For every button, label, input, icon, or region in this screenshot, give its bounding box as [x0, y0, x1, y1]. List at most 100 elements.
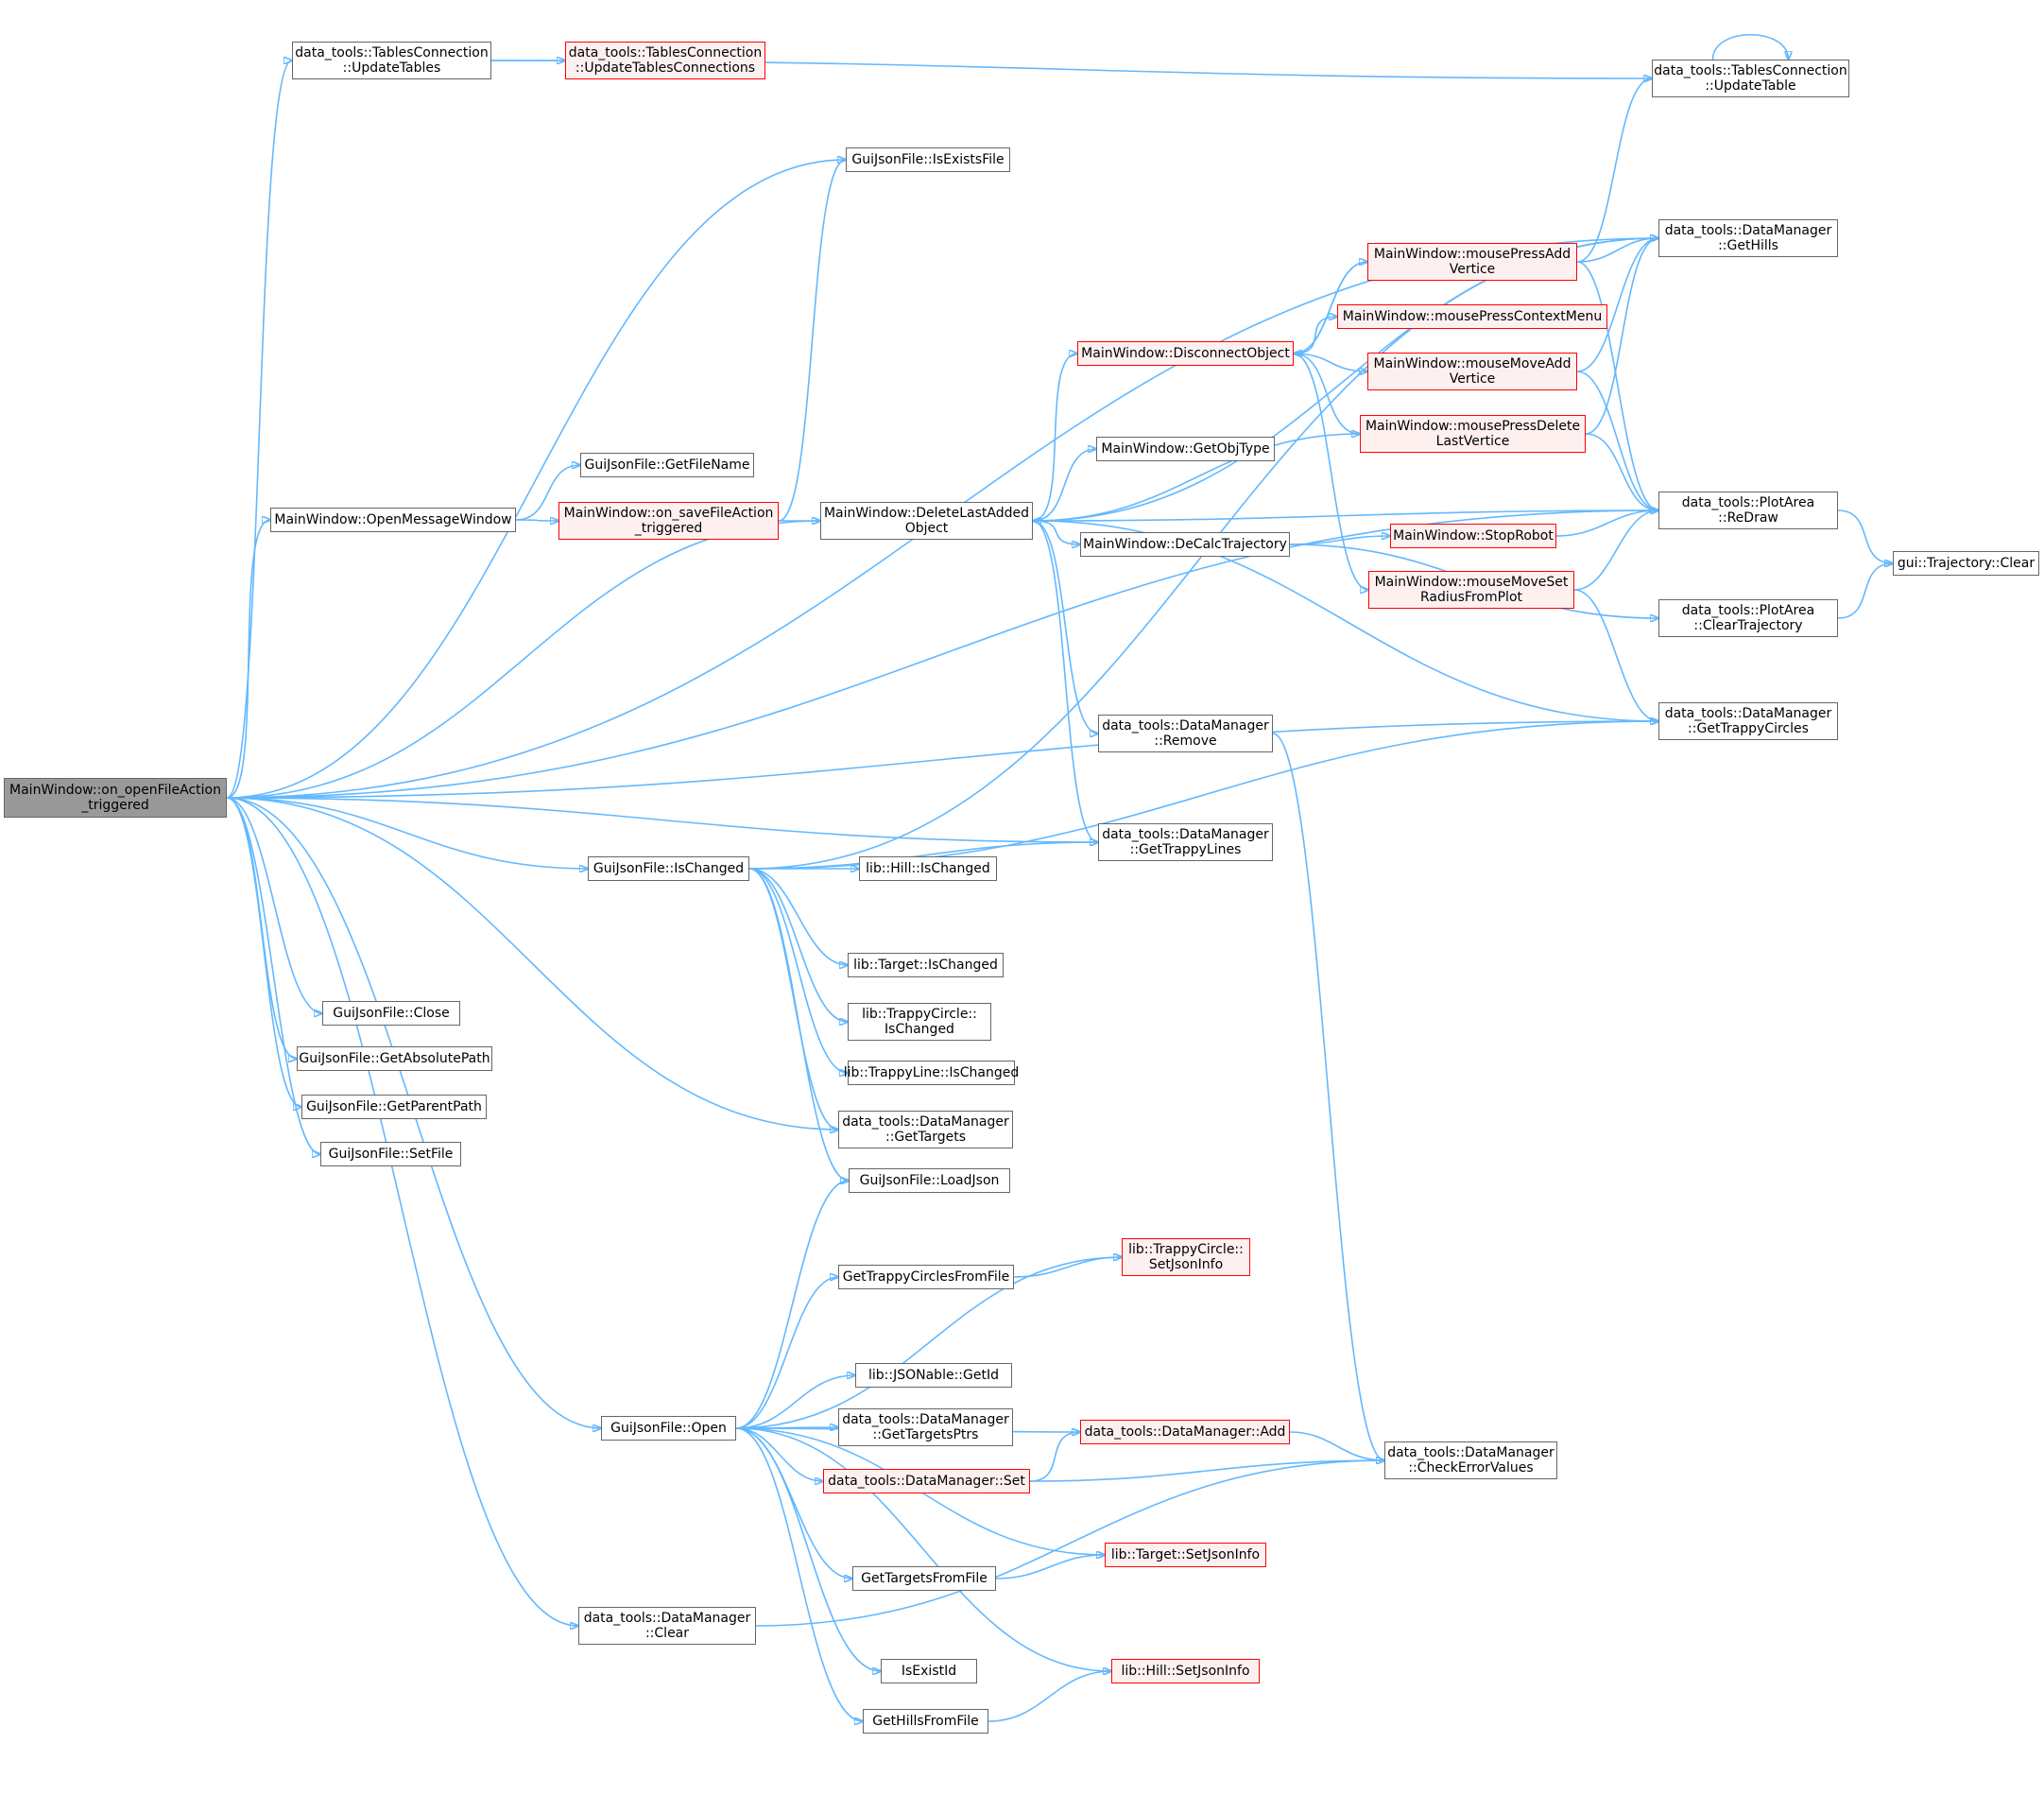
edge-clear-trajectory-to-trajectory-clear: [1837, 563, 1893, 619]
edge-mouse-move-add-vertice-to-re-draw: [1576, 371, 1658, 510]
node-close[interactable]: GuiJsonFile::Close: [322, 1001, 460, 1026]
node-label: ::Remove: [1154, 734, 1217, 749]
edge-disconnect-object-to-mouse-press-delete-last-vertice: [1293, 353, 1360, 434]
node-get-trappy-circles[interactable]: data_tools::DataManager::GetTrappyCircle…: [1658, 702, 1838, 740]
node-load-json[interactable]: GuiJsonFile::LoadJson: [849, 1168, 1010, 1193]
edge-root-to-close: [226, 797, 322, 1013]
edge-open-message-window-to-on-save-file-action: [515, 520, 558, 521]
node-update-table[interactable]: data_tools::TablesConnection::UpdateTabl…: [1652, 60, 1849, 97]
edge-delete-last-added-object-to-remove: [1032, 520, 1098, 734]
node-label: data_tools::DataManager::Add: [1084, 1424, 1286, 1440]
node-trappy-line-is-changed[interactable]: lib::TrappyLine::IsChanged: [844, 1061, 1019, 1085]
node-check-error-values[interactable]: data_tools::DataManager::CheckErrorValue…: [1384, 1441, 1557, 1479]
edge-get-targets-from-file-to-target-set-json-info: [995, 1555, 1105, 1579]
edge-mouse-press-delete-last-vertice-to-re-draw: [1585, 433, 1658, 510]
edge-root-to-get-trappy-lines: [226, 797, 1098, 842]
edge-root-to-get-parent-path: [226, 797, 301, 1107]
node-is-exists-file[interactable]: GuiJsonFile::IsExistsFile: [846, 147, 1010, 172]
edge-root-to-get-targets: [226, 797, 838, 1130]
node-label: Vertice: [1449, 371, 1496, 387]
edge-root-to-data-manager-clear: [226, 797, 578, 1626]
node-label: lib::Target::SetJsonInfo: [1110, 1547, 1261, 1562]
node-label: GetHillsFromFile: [872, 1714, 979, 1729]
edge-remove-to-check-error-values: [1272, 733, 1384, 1460]
node-update-tables-connections[interactable]: data_tools::TablesConnection::UpdateTabl…: [565, 42, 765, 79]
node-label: MainWindow::DeleteLastAdded: [823, 506, 1030, 521]
node-label: lib::TrappyLine::IsChanged: [843, 1065, 1020, 1080]
node-disconnect-object[interactable]: MainWindow::DisconnectObject: [1077, 341, 1294, 366]
edge-open-message-window-to-get-file-name: [515, 465, 580, 521]
node-open-message-window[interactable]: MainWindow::OpenMessageWindow: [270, 508, 516, 532]
node-label: MainWindow::mousePressContextMenu: [1342, 309, 1603, 324]
edge-set-to-add: [1029, 1432, 1080, 1482]
node-label: ::GetTrappyCircles: [1688, 721, 1809, 736]
node-data-manager-clear[interactable]: data_tools::DataManager::Clear: [578, 1607, 756, 1645]
node-stop-robot[interactable]: MainWindow::StopRobot: [1390, 524, 1556, 548]
node-set[interactable]: data_tools::DataManager::Set: [823, 1469, 1030, 1493]
edge-data-manager-clear-to-check-error-values: [755, 1460, 1384, 1627]
node-label: lib::Target::IsChanged: [853, 958, 998, 973]
node-re-draw[interactable]: data_tools::PlotArea::ReDraw: [1658, 492, 1838, 529]
node-hill-set-json-info[interactable]: lib::Hill::SetJsonInfo: [1111, 1659, 1260, 1683]
node-get-absolute-path[interactable]: GuiJsonFile::GetAbsolutePath: [297, 1046, 492, 1071]
edge-update-table-to-update-table: [1711, 34, 1789, 60]
edge-disconnect-object-to-mouse-move-add-vertice: [1293, 353, 1367, 371]
edge-open-to-get-hills-from-file: [735, 1427, 863, 1721]
edge-on-save-file-action-to-is-exists-file: [778, 160, 846, 522]
node-mouse-press-context-menu[interactable]: MainWindow::mousePressContextMenu: [1337, 304, 1607, 329]
edge-root-to-update-tables: [226, 60, 292, 799]
node-label: Vertice: [1449, 262, 1496, 277]
node-label: data_tools::TablesConnection: [1654, 63, 1847, 78]
node-get-hills[interactable]: data_tools::DataManager::GetHills: [1658, 219, 1838, 257]
node-label: lib::TrappyCircle::: [1128, 1242, 1244, 1257]
node-label: ::ReDraw: [1718, 510, 1778, 526]
edge-open-to-is-exist-id: [735, 1427, 881, 1671]
node-get-hills-from-file[interactable]: GetHillsFromFile: [863, 1709, 988, 1734]
node-set-file[interactable]: GuiJsonFile::SetFile: [320, 1142, 461, 1166]
node-target-set-json-info[interactable]: lib::Target::SetJsonInfo: [1105, 1543, 1266, 1567]
node-label: data_tools::DataManager: [1102, 827, 1269, 842]
node-trajectory-clear[interactable]: gui::Trajectory::Clear: [1893, 551, 2039, 576]
node-get-targets[interactable]: data_tools::DataManager::GetTargets: [838, 1111, 1013, 1148]
edge-mouse-press-add-vertice-to-update-table: [1576, 78, 1652, 263]
node-label: data_tools::DataManager: [1664, 223, 1832, 238]
node-add[interactable]: data_tools::DataManager::Add: [1080, 1420, 1290, 1444]
edge-mouse-move-set-radius-from-plot-to-get-trappy-circles: [1573, 589, 1658, 721]
node-get-file-name[interactable]: GuiJsonFile::GetFileName: [580, 453, 754, 477]
node-label: _triggered: [81, 798, 149, 813]
node-remove[interactable]: data_tools::DataManager::Remove: [1098, 715, 1273, 752]
node-hill-is-changed[interactable]: lib::Hill::IsChanged: [859, 856, 997, 881]
node-get-trappy-lines[interactable]: data_tools::DataManager::GetTrappyLines: [1098, 823, 1273, 861]
node-label: data_tools::DataManager: [583, 1611, 751, 1626]
node-get-targets-from-file[interactable]: GetTargetsFromFile: [852, 1566, 996, 1591]
node-is-exist-id[interactable]: IsExistId: [881, 1659, 977, 1683]
node-trappy-circle-is-changed[interactable]: lib::TrappyCircle::IsChanged: [848, 1003, 991, 1041]
node-get-trappy-circles-from-file[interactable]: GetTrappyCirclesFromFile: [838, 1265, 1014, 1289]
edge-mouse-press-add-vertice-to-get-hills: [1576, 238, 1658, 263]
node-label: MainWindow::on_openFileAction: [9, 783, 221, 798]
node-label: MainWindow::mousePressDelete: [1365, 419, 1581, 434]
node-trappy-circle-set-json-info[interactable]: lib::TrappyCircle::SetJsonInfo: [1122, 1238, 1250, 1276]
node-clear-trajectory[interactable]: data_tools::PlotArea::ClearTrajectory: [1658, 599, 1838, 637]
node-jsonable-get-id[interactable]: lib::JSONable::GetId: [855, 1363, 1012, 1388]
node-on-save-file-action[interactable]: MainWindow::on_saveFileAction_triggered: [558, 502, 779, 540]
edge-is-changed-to-trappy-line-is-changed: [748, 868, 848, 1073]
node-open[interactable]: GuiJsonFile::Open: [601, 1416, 736, 1441]
node-label: ::GetTargetsPtrs: [872, 1427, 979, 1442]
edge-open-to-jsonable-get-id: [735, 1375, 855, 1429]
node-is-changed[interactable]: GuiJsonFile::IsChanged: [588, 856, 749, 881]
node-get-targets-ptrs[interactable]: data_tools::DataManager::GetTargetsPtrs: [838, 1408, 1013, 1446]
node-get-obj-type[interactable]: MainWindow::GetObjType: [1096, 437, 1275, 461]
node-label: MainWindow::StopRobot: [1393, 528, 1554, 544]
node-get-parent-path[interactable]: GuiJsonFile::GetParentPath: [301, 1095, 487, 1119]
node-update-tables[interactable]: data_tools::TablesConnection::UpdateTabl…: [292, 42, 491, 79]
node-target-is-changed[interactable]: lib::Target::IsChanged: [848, 953, 1004, 977]
node-label: ::GetHills: [1718, 238, 1778, 253]
node-de-calc-trajectory[interactable]: MainWindow::DeCalcTrajectory: [1080, 532, 1290, 557]
